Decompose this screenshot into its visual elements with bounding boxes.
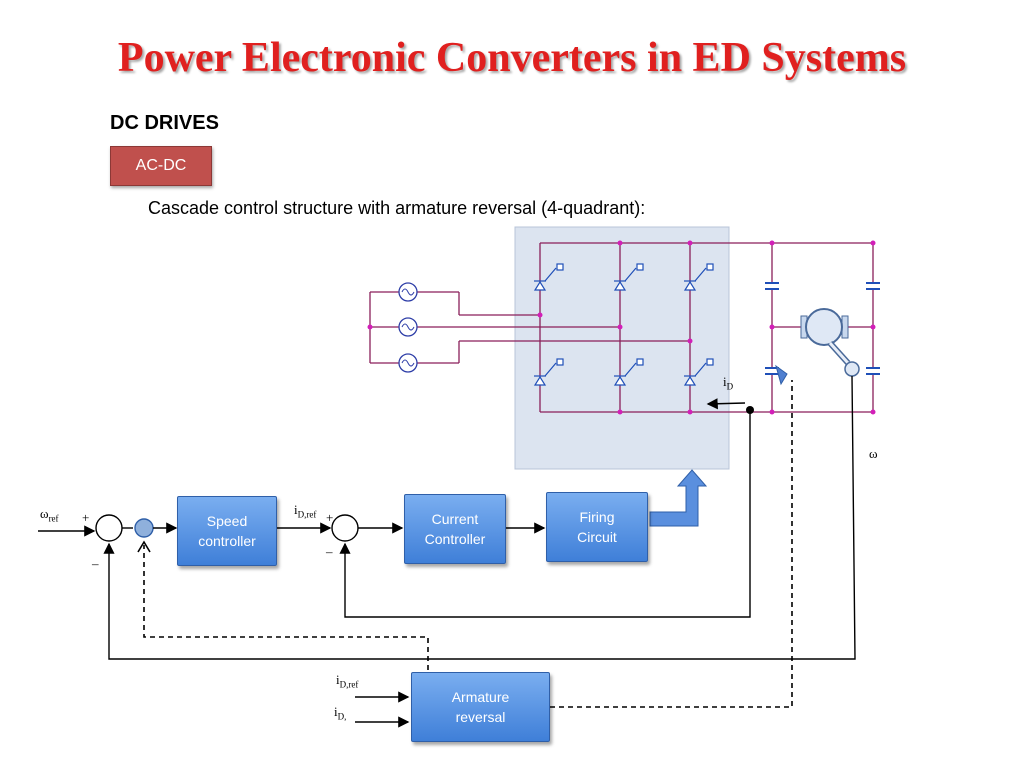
thyristor-icon <box>613 263 644 291</box>
armature-reversal-block: Armature reversal <box>411 672 550 742</box>
capacitor-icon <box>866 282 880 290</box>
omega-ref-label: ωref <box>40 506 59 524</box>
id-circuit-label: iD <box>723 374 734 392</box>
capacitor-icon <box>765 282 779 290</box>
ac-dc-tag: AC-DC <box>110 146 212 186</box>
thyristor-icon <box>683 263 714 291</box>
dc-motor-icon <box>800 308 860 377</box>
omega-label: ω <box>869 446 878 461</box>
thyristor-icon <box>533 263 564 291</box>
id-ref-input-label: iD,ref <box>336 672 359 690</box>
thyristor-icon <box>683 358 714 386</box>
current-controller-block: Current Controller <box>404 494 506 564</box>
ac-source-icon <box>398 282 418 302</box>
sign-select-arrow <box>137 540 151 553</box>
speed-controller-block: Speed controller <box>177 496 277 566</box>
id-ref-label: iD,ref <box>294 502 317 520</box>
section-heading: DC DRIVES <box>110 112 219 134</box>
firing-circuit-block: Firing Circuit <box>546 492 648 562</box>
converter-panel <box>514 226 730 470</box>
sum1-minus-sign: – <box>92 556 99 571</box>
ac-source-icon <box>398 353 418 373</box>
reversal-switch-arrow <box>775 364 788 386</box>
junction-dots <box>367 240 876 415</box>
gate-signal-arrow <box>649 469 708 527</box>
thyristor-icon <box>613 358 644 386</box>
capacitor-icon <box>866 367 880 375</box>
sum1-plus-sign: + <box>82 510 90 525</box>
diagram-caption: Cascade control structure with armature … <box>148 198 646 218</box>
sum2-plus-sign: + <box>326 510 334 525</box>
page-title: Power Electronic Converters in ED System… <box>117 35 907 81</box>
sum2-minus-sign: – <box>326 544 333 559</box>
speed-summing-junction <box>95 514 123 542</box>
current-sense-arrow <box>706 398 746 410</box>
thyristor-icon <box>533 358 564 386</box>
current-summing-junction <box>331 514 359 542</box>
direction-sign-junction <box>134 518 154 538</box>
ac-source-icon <box>398 317 418 337</box>
id-input-label: iD, <box>334 704 347 722</box>
